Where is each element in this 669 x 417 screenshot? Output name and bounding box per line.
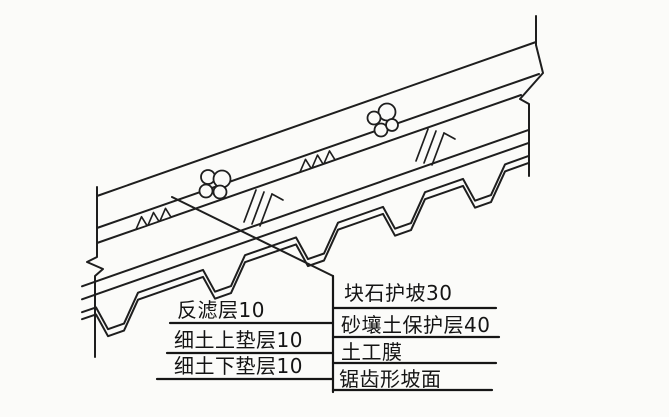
soil-hatch-2 xyxy=(415,128,456,166)
right-edge-cutoff xyxy=(519,15,544,177)
stone-icon xyxy=(366,110,382,126)
label-sandy-loam-protective-layer: 砂壤土保护层40 xyxy=(341,313,490,337)
stone-icon xyxy=(198,183,214,199)
hatch-stroke xyxy=(271,193,284,201)
stone-circles-cluster-1 xyxy=(198,169,232,200)
hatch-stroke xyxy=(431,132,445,166)
triangle-icon xyxy=(311,154,324,169)
label-sawtooth-slope-surface: 锯齿形坡面 xyxy=(339,367,442,391)
stone-icon xyxy=(212,184,228,200)
hatch-stroke xyxy=(443,132,456,140)
triangle-icon xyxy=(147,211,160,226)
hatch-stroke xyxy=(423,130,437,164)
sawtooth-upper-line xyxy=(81,154,530,331)
stone-icon xyxy=(385,118,399,132)
layer-line-top-surface xyxy=(96,41,537,197)
leader-line xyxy=(171,196,334,277)
layer-line-loam-bottom xyxy=(81,128,530,288)
gravel-triangles-2 xyxy=(299,150,336,173)
left-break-symbol xyxy=(86,186,104,358)
sawtooth-profile xyxy=(81,154,530,338)
left-edge-break-line xyxy=(86,186,104,358)
soil-hatch-1 xyxy=(243,189,284,227)
layer-line-riprap-bottom xyxy=(96,73,540,229)
triangle-icon xyxy=(299,158,312,173)
layer-line-geomembrane xyxy=(81,141,530,301)
right-break-edge xyxy=(519,44,544,177)
hatch-stroke xyxy=(415,128,429,162)
hatch-stroke xyxy=(243,189,257,223)
sawtooth-lower-line xyxy=(81,161,530,338)
gravel-triangles-1 xyxy=(135,207,172,231)
callout-ladder: 反滤层10 细土上垫层10 细土下垫层10 块石护坡30 砂壤土保护层40 土工… xyxy=(155,274,501,394)
slope-layer-lines xyxy=(81,41,540,301)
label-riprap-slope-protection: 块石护坡30 xyxy=(344,281,452,305)
hatch-stroke xyxy=(251,191,265,225)
label-fine-soil-upper-cushion: 细土上垫层10 xyxy=(174,328,303,352)
label-filter-layer: 反滤层10 xyxy=(177,298,265,322)
triangle-icon xyxy=(159,207,172,222)
triangle-icon xyxy=(135,215,148,231)
stone-circles-cluster-2 xyxy=(366,102,399,138)
label-geomembrane: 土工膜 xyxy=(341,340,403,364)
hatch-stroke xyxy=(259,193,273,227)
label-fine-soil-lower-cushion: 细土下垫层10 xyxy=(174,354,303,378)
triangle-icon xyxy=(323,150,336,165)
